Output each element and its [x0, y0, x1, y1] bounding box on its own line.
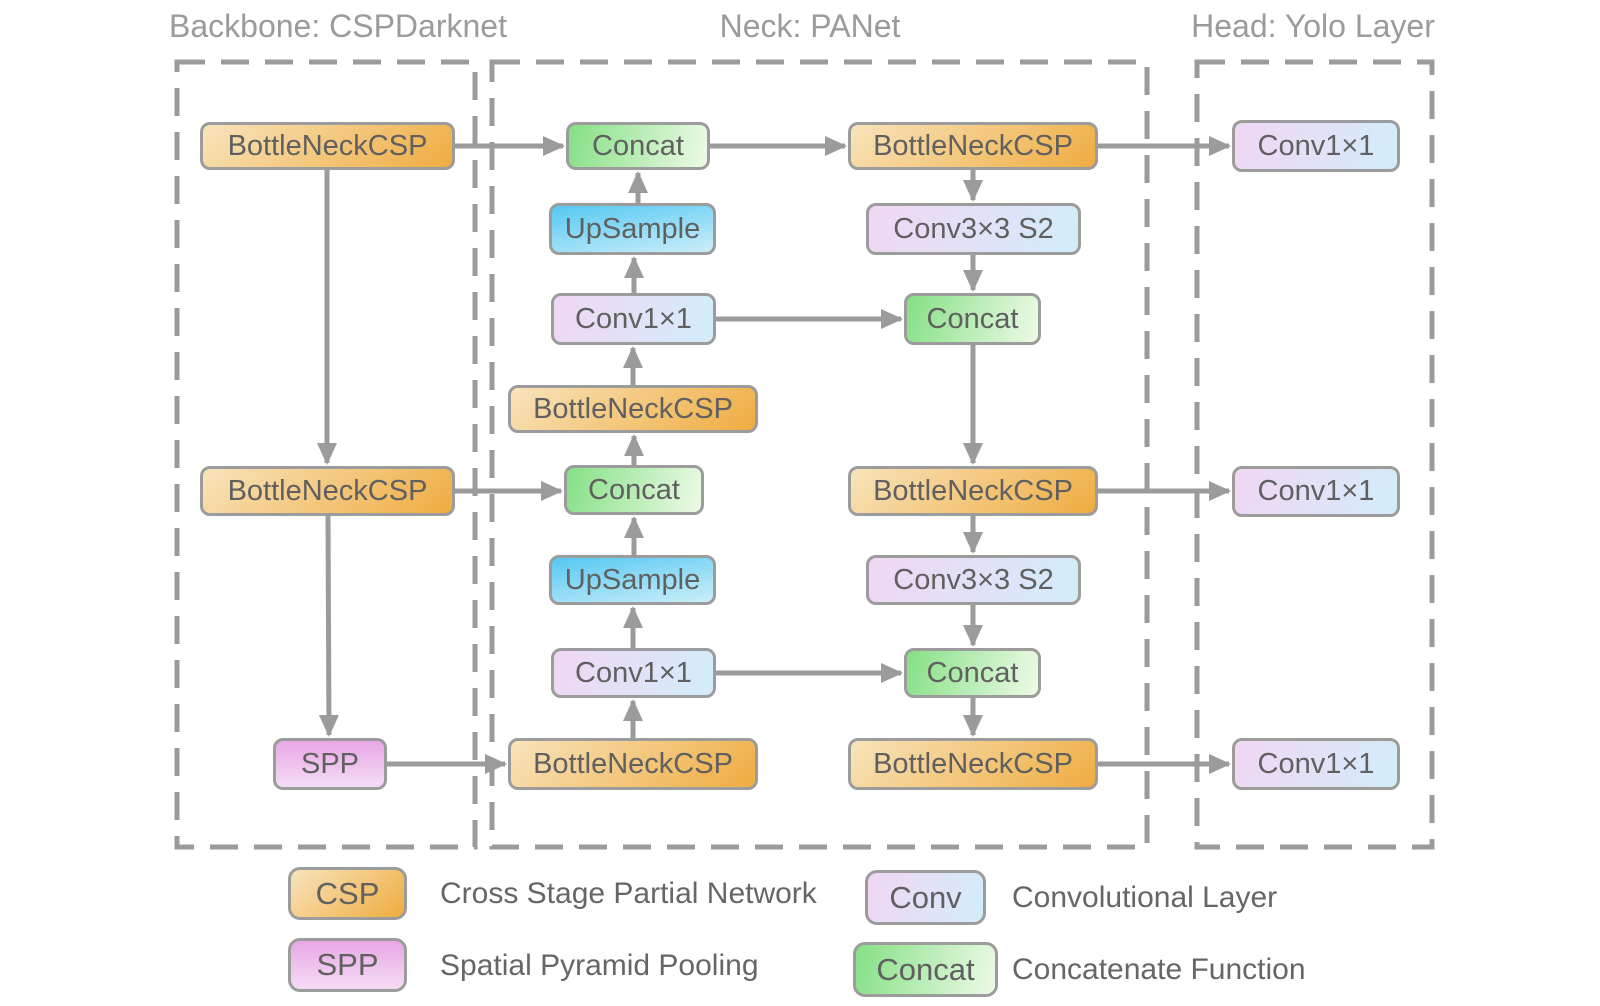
neck-outline — [489, 59, 1150, 850]
legend-desc-spp: Spatial Pyramid Pooling — [440, 949, 759, 982]
node-upsample-top: UpSample — [549, 203, 716, 255]
legend-desc-csp: Cross Stage Partial Network — [440, 877, 817, 910]
backbone-title: Backbone: CSPDarknet — [169, 8, 507, 44]
node-concat-right-bottom: Concat — [904, 648, 1041, 698]
legend-desc-concat: Concatenate Function — [1012, 953, 1306, 986]
head-outline — [1194, 59, 1435, 850]
legend-key-spp: SPP — [288, 938, 407, 992]
section-outlines — [174, 59, 1435, 850]
backbone-outline — [174, 59, 478, 850]
node-conv1x1-neck-top: Conv1×1 — [551, 293, 716, 345]
node-bottleneckcsp-backbone-mid: BottleNeckCSP — [200, 466, 455, 516]
node-concat-neck-top: Concat — [566, 122, 710, 170]
legend-key-conv: Conv — [865, 870, 986, 925]
node-bottleneckcsp-backbone-top: BottleNeckCSP — [200, 122, 455, 170]
node-conv1x1-head-top: Conv1×1 — [1232, 120, 1400, 172]
neck-title: Neck: PANet — [719, 8, 901, 44]
node-conv1x1-head-bottom: Conv1×1 — [1232, 738, 1400, 790]
arrows — [317, 136, 1231, 774]
node-conv3x3s2-top: Conv3×3 S2 — [866, 203, 1081, 255]
legend-key-csp: CSP — [288, 867, 407, 920]
node-conv3x3s2-bottom: Conv3×3 S2 — [866, 555, 1081, 605]
legend-key-concat: Concat — [853, 942, 998, 997]
node-spp: SPP — [273, 738, 387, 790]
head-title: Head: Yolo Layer — [1191, 8, 1435, 44]
node-upsample-bottom: UpSample — [549, 555, 716, 605]
node-conv1x1-head-mid: Conv1×1 — [1232, 466, 1400, 517]
legend-desc-conv: Convolutional Layer — [1012, 881, 1278, 914]
node-concat-right-top: Concat — [904, 293, 1041, 345]
node-concat-neck-mid: Concat — [564, 465, 704, 515]
node-bottleneckcsp-neck-left: BottleNeckCSP — [508, 385, 758, 433]
node-bottleneckcsp-neck-right-bottom: BottleNeckCSP — [848, 738, 1098, 790]
node-conv1x1-neck-bottom: Conv1×1 — [551, 648, 716, 698]
node-bottleneckcsp-neck-bottom-left: BottleNeckCSP — [508, 738, 758, 790]
node-bottleneckcsp-neck-right-mid: BottleNeckCSP — [848, 466, 1098, 516]
node-bottleneckcsp-neck-right-top: BottleNeckCSP — [848, 122, 1098, 170]
